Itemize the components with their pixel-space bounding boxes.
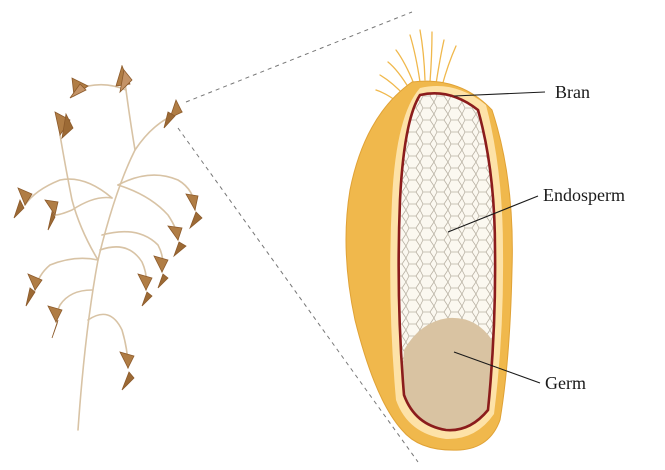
grain-cross-section [346, 30, 512, 450]
endosperm-label: Endosperm [543, 185, 625, 205]
oat-plant [14, 66, 202, 430]
bran-label: Bran [555, 82, 590, 102]
germ [403, 318, 492, 430]
germ-label: Germ [545, 373, 586, 393]
spikelets [14, 66, 202, 390]
